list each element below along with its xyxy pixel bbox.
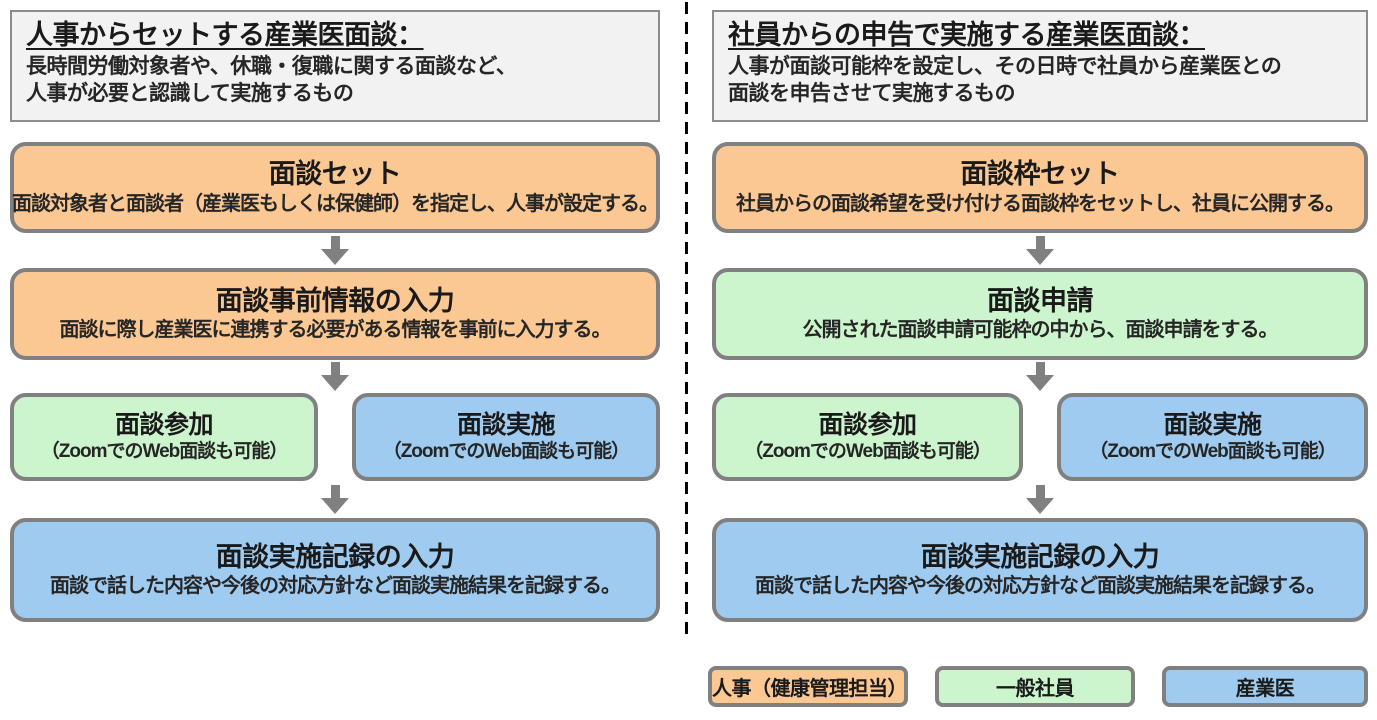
arrow-down-icon [1026, 236, 1054, 265]
left-step-pre-info-box: 面談事前情報の入力 面談に際し産業医に連携する必要がある情報を事前に入力する。 [10, 268, 660, 360]
arrow-shaft [330, 485, 340, 498]
left-attend-desc: （ZoomでのWeb面談も可能） [40, 440, 288, 462]
right-header-title: 社員からの申告で実施する産業医面談： [728, 20, 1206, 50]
left-final-title: 面談実施記録の入力 [215, 541, 455, 572]
arrow-shaft [330, 362, 340, 375]
arrow-down-icon [321, 236, 349, 265]
left-header-box: 人事からセットする産業医面談： 長時間労働対象者や、休職・復職に関する面談など、… [10, 10, 660, 122]
legend-hr-box: 人事（健康管理担当） [708, 666, 908, 707]
arrow-head [321, 249, 349, 265]
left-parallel-row: 面談参加 （ZoomでのWeb面談も可能） 面談実施 （ZoomでのWeb面談も… [10, 393, 660, 481]
left-header-title: 人事からセットする産業医面談： [26, 20, 424, 50]
right-step-apply-box: 面談申請 公開された面談申請可能枠の中から、面談申請をする。 [712, 268, 1368, 360]
right-step1-title: 面談枠セット [960, 159, 1121, 190]
right-step2-title: 面談申請 [987, 285, 1094, 316]
right-attend-desc: （ZoomでのWeb面談も可能） [744, 440, 991, 462]
arrow-head [1026, 375, 1054, 391]
arrow-down-icon [1026, 485, 1054, 514]
legend-employee-label: 一般社員 [996, 678, 1075, 700]
right-step-conduct-box: 面談実施 （ZoomでのWeb面談も可能） [1057, 393, 1368, 481]
left-flow-column: 人事からセットする産業医面談： 長時間労働対象者や、休職・復職に関する面談など、… [10, 10, 660, 622]
left-arrow-2 [10, 360, 660, 393]
arrow-shaft [1035, 236, 1045, 249]
left-attend-title: 面談参加 [115, 410, 214, 439]
right-arrow-2 [712, 360, 1368, 393]
right-conduct-desc: （ZoomでのWeb面談も可能） [1089, 440, 1336, 462]
arrow-head [1026, 249, 1054, 265]
left-header-desc-line1: 長時間労働対象者や、休職・復職に関する面談など、 [26, 54, 517, 78]
right-step2-desc: 公開された面談申請可能枠の中から、面談申請をする。 [802, 319, 1279, 342]
left-arrow-1 [10, 233, 660, 268]
arrow-down-icon [321, 362, 349, 391]
arrow-head [321, 375, 349, 391]
right-conduct-title: 面談実施 [1163, 410, 1263, 439]
left-step-attend-box: 面談参加 （ZoomでのWeb面談も可能） [10, 393, 319, 481]
right-final-desc: 面談で話した内容や今後の対応方針など面談実施結果を記録する。 [755, 575, 1326, 598]
left-step2-desc: 面談に際し産業医に連携する必要がある情報を事前に入力する。 [59, 319, 612, 342]
left-conduct-desc: （ZoomでのWeb面談も可能） [382, 440, 630, 462]
right-attend-title: 面談参加 [818, 410, 917, 439]
arrow-shaft [330, 236, 340, 249]
arrow-down-icon [321, 485, 349, 514]
left-step1-title: 面談セット [268, 159, 402, 190]
left-final-desc: 面談で話した内容や今後の対応方針など面談実施結果を記録する。 [50, 575, 621, 598]
right-arrow-3 [712, 481, 1368, 518]
right-step-attend-box: 面談参加 （ZoomでのWeb面談も可能） [712, 393, 1023, 481]
left-conduct-title: 面談実施 [456, 410, 556, 439]
left-header-desc-line2: 人事が必要と認識して実施するもの [26, 82, 354, 106]
right-header-desc-line1: 人事が面談可能枠を設定し、その日時で社員から産業医との [728, 54, 1282, 78]
arrow-head [321, 498, 349, 514]
left-step1-desc: 面談対象者と面談者（産業医もしくは保健師）を指定し、人事が設定する。 [12, 192, 659, 215]
right-final-title: 面談実施記録の入力 [920, 541, 1160, 572]
right-header-desc-line2: 面談を申告させて実施するもの [728, 82, 1016, 106]
right-flow-column: 社員からの申告で実施する産業医面談： 人事が面談可能枠を設定し、その日時で社員か… [712, 10, 1368, 622]
right-arrow-1 [712, 233, 1368, 268]
legend-employee-box: 一般社員 [935, 666, 1135, 707]
legend-physician-label: 産業医 [1235, 678, 1295, 700]
left-step-conduct-box: 面談実施 （ZoomでのWeb面談も可能） [351, 393, 660, 481]
arrow-head [1026, 498, 1054, 514]
left-step-record-box: 面談実施記録の入力 面談で話した内容や今後の対応方針など面談実施結果を記録する。 [10, 518, 660, 622]
arrow-down-icon [1026, 362, 1054, 391]
left-arrow-3 [10, 481, 660, 518]
right-header-box: 社員からの申告で実施する産業医面談： 人事が面談可能枠を設定し、その日時で社員か… [712, 10, 1368, 122]
left-step-interview-set-box: 面談セット 面談対象者と面談者（産業医もしくは保健師）を指定し、人事が設定する。 [10, 142, 660, 233]
right-step1-desc: 社員からの面談希望を受け付ける面談枠をセットし、社員に公開する。 [736, 192, 1345, 215]
right-step-slot-set-box: 面談枠セット 社員からの面談希望を受け付ける面談枠をセットし、社員に公開する。 [712, 142, 1368, 233]
legend-physician-box: 産業医 [1162, 666, 1368, 707]
column-divider-dashed-line [685, 2, 688, 642]
legend-hr-label: 人事（健康管理担当） [712, 678, 908, 700]
right-parallel-row: 面談参加 （ZoomでのWeb面談も可能） 面談実施 （ZoomでのWeb面談も… [712, 393, 1368, 481]
legend: 人事（健康管理担当） 一般社員 産業医 [708, 666, 1368, 707]
arrow-shaft [1035, 485, 1045, 498]
arrow-shaft [1035, 362, 1045, 375]
right-step-record-box: 面談実施記録の入力 面談で話した内容や今後の対応方針など面談実施結果を記録する。 [712, 518, 1368, 622]
left-step2-title: 面談事前情報の入力 [215, 285, 455, 316]
